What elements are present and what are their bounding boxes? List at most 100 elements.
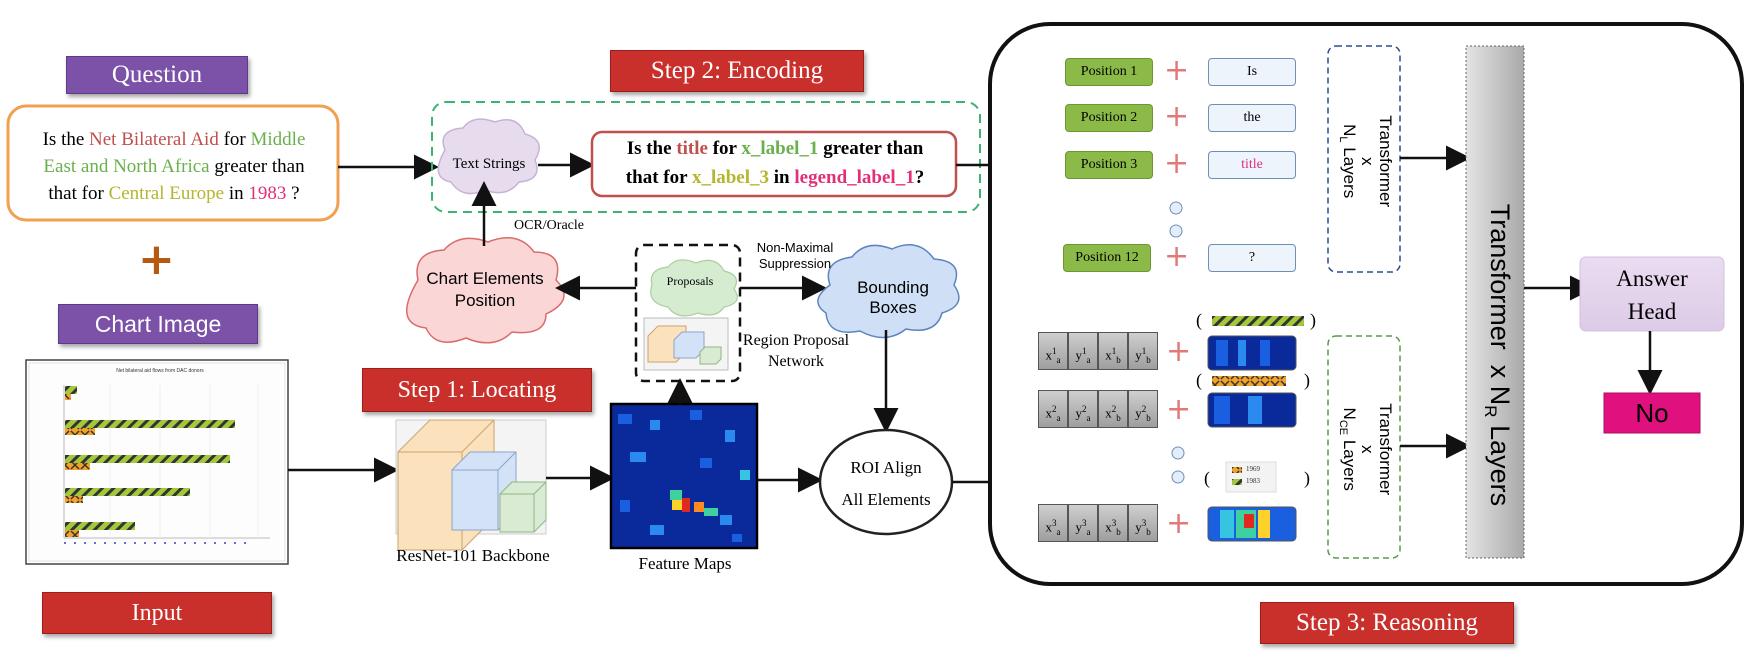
coord-cell: y3b xyxy=(1128,504,1158,542)
rpn-line: Region Proposal xyxy=(742,332,850,349)
svg-text:): ) xyxy=(1304,468,1310,489)
q-part-east-north-africa: East and North Africa xyxy=(43,156,210,177)
coord-cell: y2a xyxy=(1068,390,1098,428)
text-strings-cloud xyxy=(437,118,540,195)
token-the: the xyxy=(1208,104,1296,132)
backbone-label: ResNet-101 Backbone xyxy=(396,546,550,565)
coord-cell: y1a xyxy=(1068,332,1098,370)
plus-icon: + xyxy=(1166,334,1192,369)
coord-cell: x3b xyxy=(1098,504,1128,542)
bounding-boxes-label: Bounding Boxes xyxy=(857,278,929,317)
plus-icon: + xyxy=(138,234,175,285)
roi-label: ROI Align All Elements xyxy=(822,452,950,516)
q-part-central-europe: Central Europe xyxy=(108,183,225,204)
feature-thumb-1 xyxy=(1207,335,1297,371)
position-3-box: Position 3 xyxy=(1065,151,1153,179)
position-2-box: Position 2 xyxy=(1065,104,1153,132)
e-part: Is the xyxy=(626,138,677,159)
bounding-boxes-cloud xyxy=(817,244,960,339)
question-box xyxy=(6,104,340,222)
answer-head-line: Head xyxy=(1627,299,1677,324)
svg-text:(: ( xyxy=(1196,310,1202,331)
roi-line: ROI Align xyxy=(850,458,922,477)
reasoning-region xyxy=(988,22,1744,586)
svg-text:): ) xyxy=(1310,310,1316,331)
q-part: that for xyxy=(48,183,109,204)
transformer-ce-line: x xyxy=(1358,444,1378,454)
plus-icon: + xyxy=(1164,99,1190,134)
rpn-line: Network xyxy=(768,353,824,370)
plus-icon: + xyxy=(1164,53,1190,88)
coord-cell: y2b xyxy=(1128,390,1158,428)
mini-legend-1983: 1983 xyxy=(1246,477,1260,485)
e-part-x-label-1: x_label_1 xyxy=(741,138,819,159)
transformer-l-line: x xyxy=(1358,156,1378,166)
position-1-box: Position 1 xyxy=(1065,58,1153,86)
feature-thumb-3 xyxy=(1207,506,1297,542)
nms-line: Non-Maximal xyxy=(756,240,834,255)
q-part: greater than xyxy=(209,156,305,177)
svg-text:): ) xyxy=(1304,370,1310,391)
e-part: ? xyxy=(914,167,925,188)
e-part: for xyxy=(707,138,742,159)
feature-thumb-2 xyxy=(1207,392,1297,428)
input-label: Input xyxy=(42,592,272,634)
plus-icon: + xyxy=(1164,239,1190,274)
coord-cell: x3a xyxy=(1038,504,1068,542)
chart-thumbnail xyxy=(25,359,289,565)
coord-cell: x2a xyxy=(1038,390,1068,428)
q-part: in xyxy=(224,183,249,204)
chart-elements-label: Chart Elements Position xyxy=(410,268,560,312)
q-part: ? xyxy=(286,183,300,204)
feature-maps-label: Feature Maps xyxy=(638,554,732,573)
nms-label: Non-Maximal Suppression xyxy=(740,240,850,272)
chart-image-label: Chart Image xyxy=(58,304,258,344)
q-part: for xyxy=(218,129,251,150)
proposals-cloud xyxy=(650,259,738,317)
transformer-l-line: NL Layers xyxy=(1336,124,1360,199)
proposals-thumbnail xyxy=(643,317,729,371)
nms-line: Suppression xyxy=(758,256,832,271)
step1-label: Step 1: Locating xyxy=(362,368,592,412)
e-part-legend-label-1: legend_label_1 xyxy=(794,167,915,188)
q-part-middle: Middle xyxy=(250,129,306,150)
question-label: Question xyxy=(66,56,248,94)
mini-legend-1969: 1969 xyxy=(1246,465,1260,473)
mini-legend-thumb xyxy=(1225,461,1277,493)
q-part-year: 1983 xyxy=(248,183,287,204)
step2-label: Step 2: Encoding xyxy=(610,50,864,92)
plus-icon: + xyxy=(1166,506,1192,541)
e-part: greater than xyxy=(818,138,924,159)
q-part-net-bilateral-aid: Net Bilateral Aid xyxy=(89,129,219,150)
e-part-x-label-3: x_label_3 xyxy=(691,167,769,188)
step3-label: Step 3: Reasoning xyxy=(1260,602,1514,644)
q-part: Is the xyxy=(42,129,90,150)
text-strings-label: Text Strings xyxy=(452,156,526,172)
answer-head-label: Answer Head xyxy=(1580,262,1724,328)
plus-icon: + xyxy=(1164,146,1190,181)
rpn-label: Region Proposal Network xyxy=(736,330,856,372)
svg-text:(: ( xyxy=(1196,370,1202,391)
backbone-illustration xyxy=(395,419,547,551)
answer-head-line: Answer xyxy=(1616,266,1688,291)
proposals-label: Proposals xyxy=(666,274,714,288)
token-is: Is xyxy=(1208,58,1296,86)
e-part: in xyxy=(769,167,795,188)
coord-cell: x1b xyxy=(1098,332,1128,370)
chart-elements-cloud xyxy=(405,237,565,344)
plus-icon: + xyxy=(1166,392,1192,427)
token-title: title xyxy=(1208,151,1296,179)
chart-thumb-title: Net bilateral aid flows from DAC donors xyxy=(116,368,204,374)
e-part: that for xyxy=(625,167,692,188)
coord-cell: x1a xyxy=(1038,332,1068,370)
roi-line: All Elements xyxy=(841,490,931,509)
answer-value: No xyxy=(1635,398,1669,428)
chart-elements-line: Position xyxy=(454,291,516,310)
position-12-box: Position 12 xyxy=(1063,244,1151,272)
coord-cell: x2b xyxy=(1098,390,1128,428)
encoded-question: Is the title for x_label_1 greater than … xyxy=(596,134,954,192)
feature-maps-illustration xyxy=(609,402,759,550)
transformer-ce-line: Transformer xyxy=(1376,403,1396,496)
coord-cell: y3a xyxy=(1068,504,1098,542)
